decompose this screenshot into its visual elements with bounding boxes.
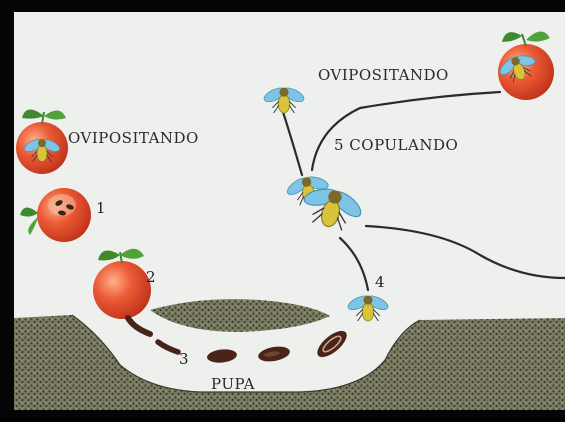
pupa-icon [317, 330, 347, 358]
arrow-mating-to-oviposit [310, 90, 502, 172]
label-pupa: PUPA [211, 375, 256, 393]
label-oviposit-left: OVIPOSITANDO [68, 129, 199, 147]
stage-number-1: 1 [96, 199, 106, 217]
stage-number-2: 2 [146, 268, 156, 286]
arrow-mating-to-emergence [338, 236, 370, 292]
stage-number-4: 4 [375, 273, 385, 291]
soil-ground [14, 315, 565, 410]
larva-icon [155, 339, 181, 355]
egg-icon [66, 204, 74, 210]
fruit-icon-eggs [20, 188, 91, 242]
egg-icon [58, 210, 66, 216]
fruit-icon-top-right [493, 31, 554, 100]
label-mating: 5 COPULANDO [334, 136, 459, 154]
flow-arrows [281, 90, 565, 292]
pupa-row [207, 330, 347, 363]
egg-icon [55, 200, 63, 206]
soil-mound [150, 299, 330, 332]
arrow-mating-to-right [364, 224, 565, 280]
label-oviposit-top: OVIPOSITANDO [318, 66, 449, 84]
larva-icon [125, 315, 153, 337]
fruit-icon-left-oviposit [16, 109, 68, 174]
arrow-top-fly-to-mating [281, 110, 304, 177]
stage-number-3: 3 [179, 350, 189, 368]
fruit-icon-larva [93, 248, 151, 319]
pupa-icon [207, 349, 237, 363]
